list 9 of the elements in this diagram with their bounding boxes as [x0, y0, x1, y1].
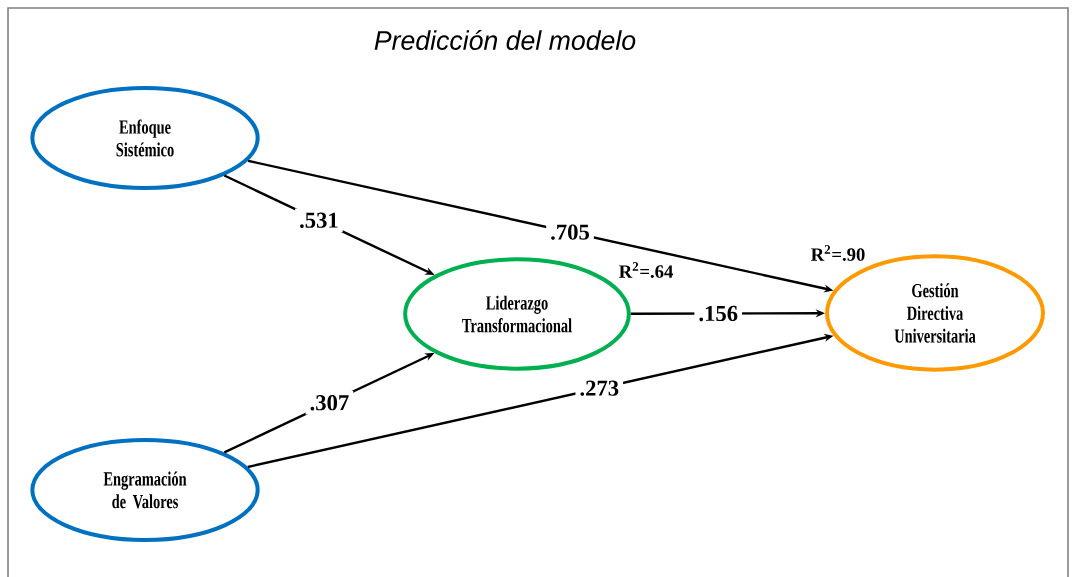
- edge-label: .307: [305, 391, 354, 415]
- edge-label: .156: [694, 301, 743, 326]
- edge-label: .273: [575, 376, 624, 400]
- ellipse-node: Enfoque Sistémico: [30, 86, 260, 190]
- r-squared-label: R$^{2}$=.64: [619, 262, 673, 278]
- edge-label: .705: [546, 220, 594, 244]
- ellipse-node: Engramación de Valores: [30, 438, 260, 542]
- title: Predicción del modelo: [374, 30, 636, 50]
- edge-label: .531: [295, 208, 343, 232]
